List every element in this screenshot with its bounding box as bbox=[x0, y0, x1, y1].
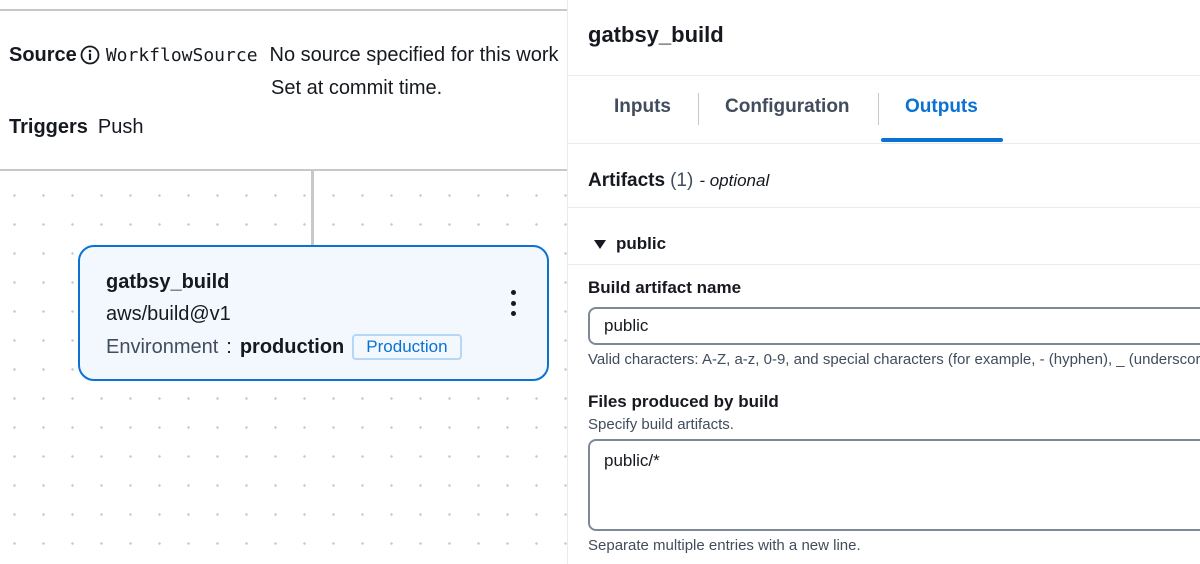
divider bbox=[568, 264, 1200, 265]
divider bbox=[568, 207, 1200, 208]
vertical-ellipsis-icon[interactable] bbox=[509, 290, 517, 316]
triggers-label: Triggers bbox=[9, 116, 88, 138]
artifacts-optional: - optional bbox=[699, 171, 770, 190]
environment-badge: Production bbox=[352, 334, 462, 360]
caret-down-icon bbox=[594, 239, 606, 249]
files-description: Specify build artifacts. bbox=[588, 416, 734, 433]
artifacts-heading: Artifacts bbox=[588, 170, 666, 191]
divider bbox=[568, 143, 1200, 144]
files-label: Files produced by build bbox=[588, 392, 779, 411]
node-title: gatbsy_build bbox=[106, 271, 230, 293]
active-tab-indicator bbox=[881, 138, 1003, 142]
workflow-action-node[interactable]: gatbsy_build aws/build@v1 Environment : … bbox=[78, 245, 549, 381]
expander-label: public bbox=[616, 234, 667, 253]
environment-separator: : bbox=[226, 335, 232, 358]
workflow-canvas-pane: Source WorkflowSource No source specifie… bbox=[0, 0, 567, 564]
tab-list: Inputs Configuration Outputs bbox=[568, 76, 1200, 144]
info-icon[interactable] bbox=[80, 45, 100, 65]
tab-separator bbox=[698, 93, 699, 125]
artifacts-header: Artifacts (1) - optional bbox=[588, 170, 769, 192]
environment-label: Environment bbox=[106, 335, 219, 358]
action-config-panel: gatbsy_build Inputs Configuration Output… bbox=[567, 0, 1200, 564]
tab-configuration[interactable]: Configuration bbox=[725, 96, 850, 117]
node-connector bbox=[311, 171, 314, 246]
artifact-name-input[interactable] bbox=[588, 307, 1200, 345]
source-subtext: Set at commit time. bbox=[271, 77, 443, 99]
panel-title: gatbsy_build bbox=[588, 22, 724, 47]
artifact-name-label: Build artifact name bbox=[588, 278, 742, 297]
divider bbox=[0, 169, 567, 171]
tab-outputs[interactable]: Outputs bbox=[905, 96, 978, 117]
triggers-value: Push bbox=[97, 116, 144, 138]
environment-value: production bbox=[239, 335, 345, 358]
source-text: No source specified for this work bbox=[269, 43, 559, 66]
node-environment: Environment : production Production bbox=[106, 334, 462, 360]
divider bbox=[568, 75, 1200, 76]
source-type: WorkflowSource bbox=[105, 44, 258, 66]
artifacts-count: (1) bbox=[670, 170, 694, 191]
tab-separator bbox=[878, 93, 879, 125]
source-row: Source WorkflowSource No source specifie… bbox=[9, 42, 559, 68]
source-label: Source bbox=[9, 43, 77, 66]
divider bbox=[0, 9, 567, 11]
artifact-expander[interactable]: public bbox=[594, 234, 666, 254]
files-footnote: Separate multiple entries with a new lin… bbox=[588, 537, 861, 554]
tab-inputs[interactable]: Inputs bbox=[614, 96, 671, 117]
files-textarea[interactable]: public/* bbox=[588, 439, 1200, 531]
node-action: aws/build@v1 bbox=[106, 303, 231, 325]
artifact-name-constraint: Valid characters: A-Z, a-z, 0-9, and spe… bbox=[588, 351, 1200, 368]
triggers-row: Triggers Push bbox=[9, 116, 144, 139]
